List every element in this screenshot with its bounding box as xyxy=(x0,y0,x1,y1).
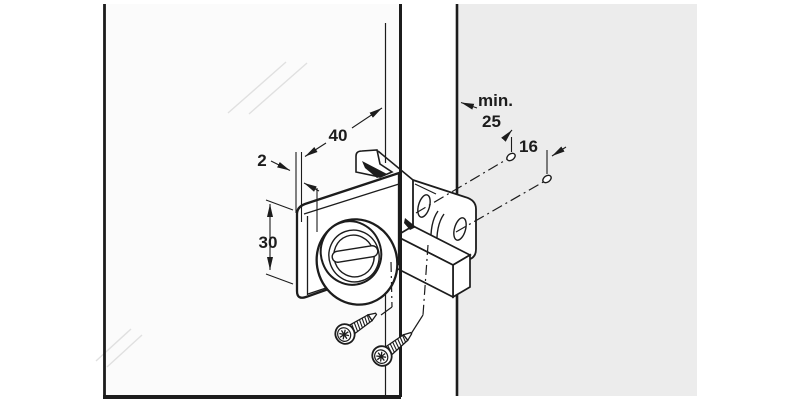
lock-rear-case xyxy=(394,218,472,299)
dimension-lines xyxy=(265,101,567,285)
cabinet-panel-face xyxy=(457,4,697,396)
bracket-slot-hole-1 xyxy=(417,194,431,218)
screw-tip xyxy=(402,331,413,342)
pilot-hole-2 xyxy=(542,174,552,184)
center-line-screw-2 xyxy=(422,244,429,316)
center-line-hole-2 xyxy=(455,180,546,233)
plate-top-inner-line xyxy=(303,183,400,215)
cylinder-coin-slot xyxy=(331,245,379,263)
dim-label-min: min. xyxy=(478,91,513,110)
bracket-bend-line xyxy=(414,183,437,195)
mounting-screw-1 xyxy=(334,312,378,345)
dim-label-40: 40 xyxy=(329,126,348,145)
lock-clamp-tab xyxy=(355,149,414,181)
dimension-16 xyxy=(546,146,567,174)
pozidriv-recess xyxy=(376,351,387,362)
dim-label-16: 16 xyxy=(519,137,538,156)
clamp-tab xyxy=(355,149,394,178)
case-shadow-wedge xyxy=(404,218,416,230)
screw-1-leader xyxy=(380,306,393,316)
bracket-slot-hole-2 xyxy=(453,217,467,241)
pozidriv-recess xyxy=(339,329,350,340)
dim-label-2: 2 xyxy=(257,151,266,170)
cabinet-side-panel xyxy=(455,4,697,396)
pilot-hole-1 xyxy=(506,152,516,162)
center-line-screw-1 xyxy=(390,261,393,308)
dimension-2 xyxy=(270,160,320,192)
center-line-hole-1 xyxy=(415,157,510,214)
glass-lock-body xyxy=(295,171,401,306)
dim-label-25: 25 xyxy=(482,112,501,131)
dimension-labels: 40 2 30 min. 25 16 xyxy=(257,91,538,252)
clamp-shadow-wedge xyxy=(362,161,387,178)
mounting-screw-2 xyxy=(371,331,413,367)
dimension-min-25 xyxy=(460,101,513,152)
center-lines xyxy=(380,157,546,338)
dimension-30 xyxy=(265,199,294,285)
glass-reflection xyxy=(95,61,308,368)
dimension-40 xyxy=(304,107,383,157)
screw-tip xyxy=(367,312,378,322)
clamp-top-edge xyxy=(377,150,414,181)
dim-label-30: 30 xyxy=(259,233,278,252)
